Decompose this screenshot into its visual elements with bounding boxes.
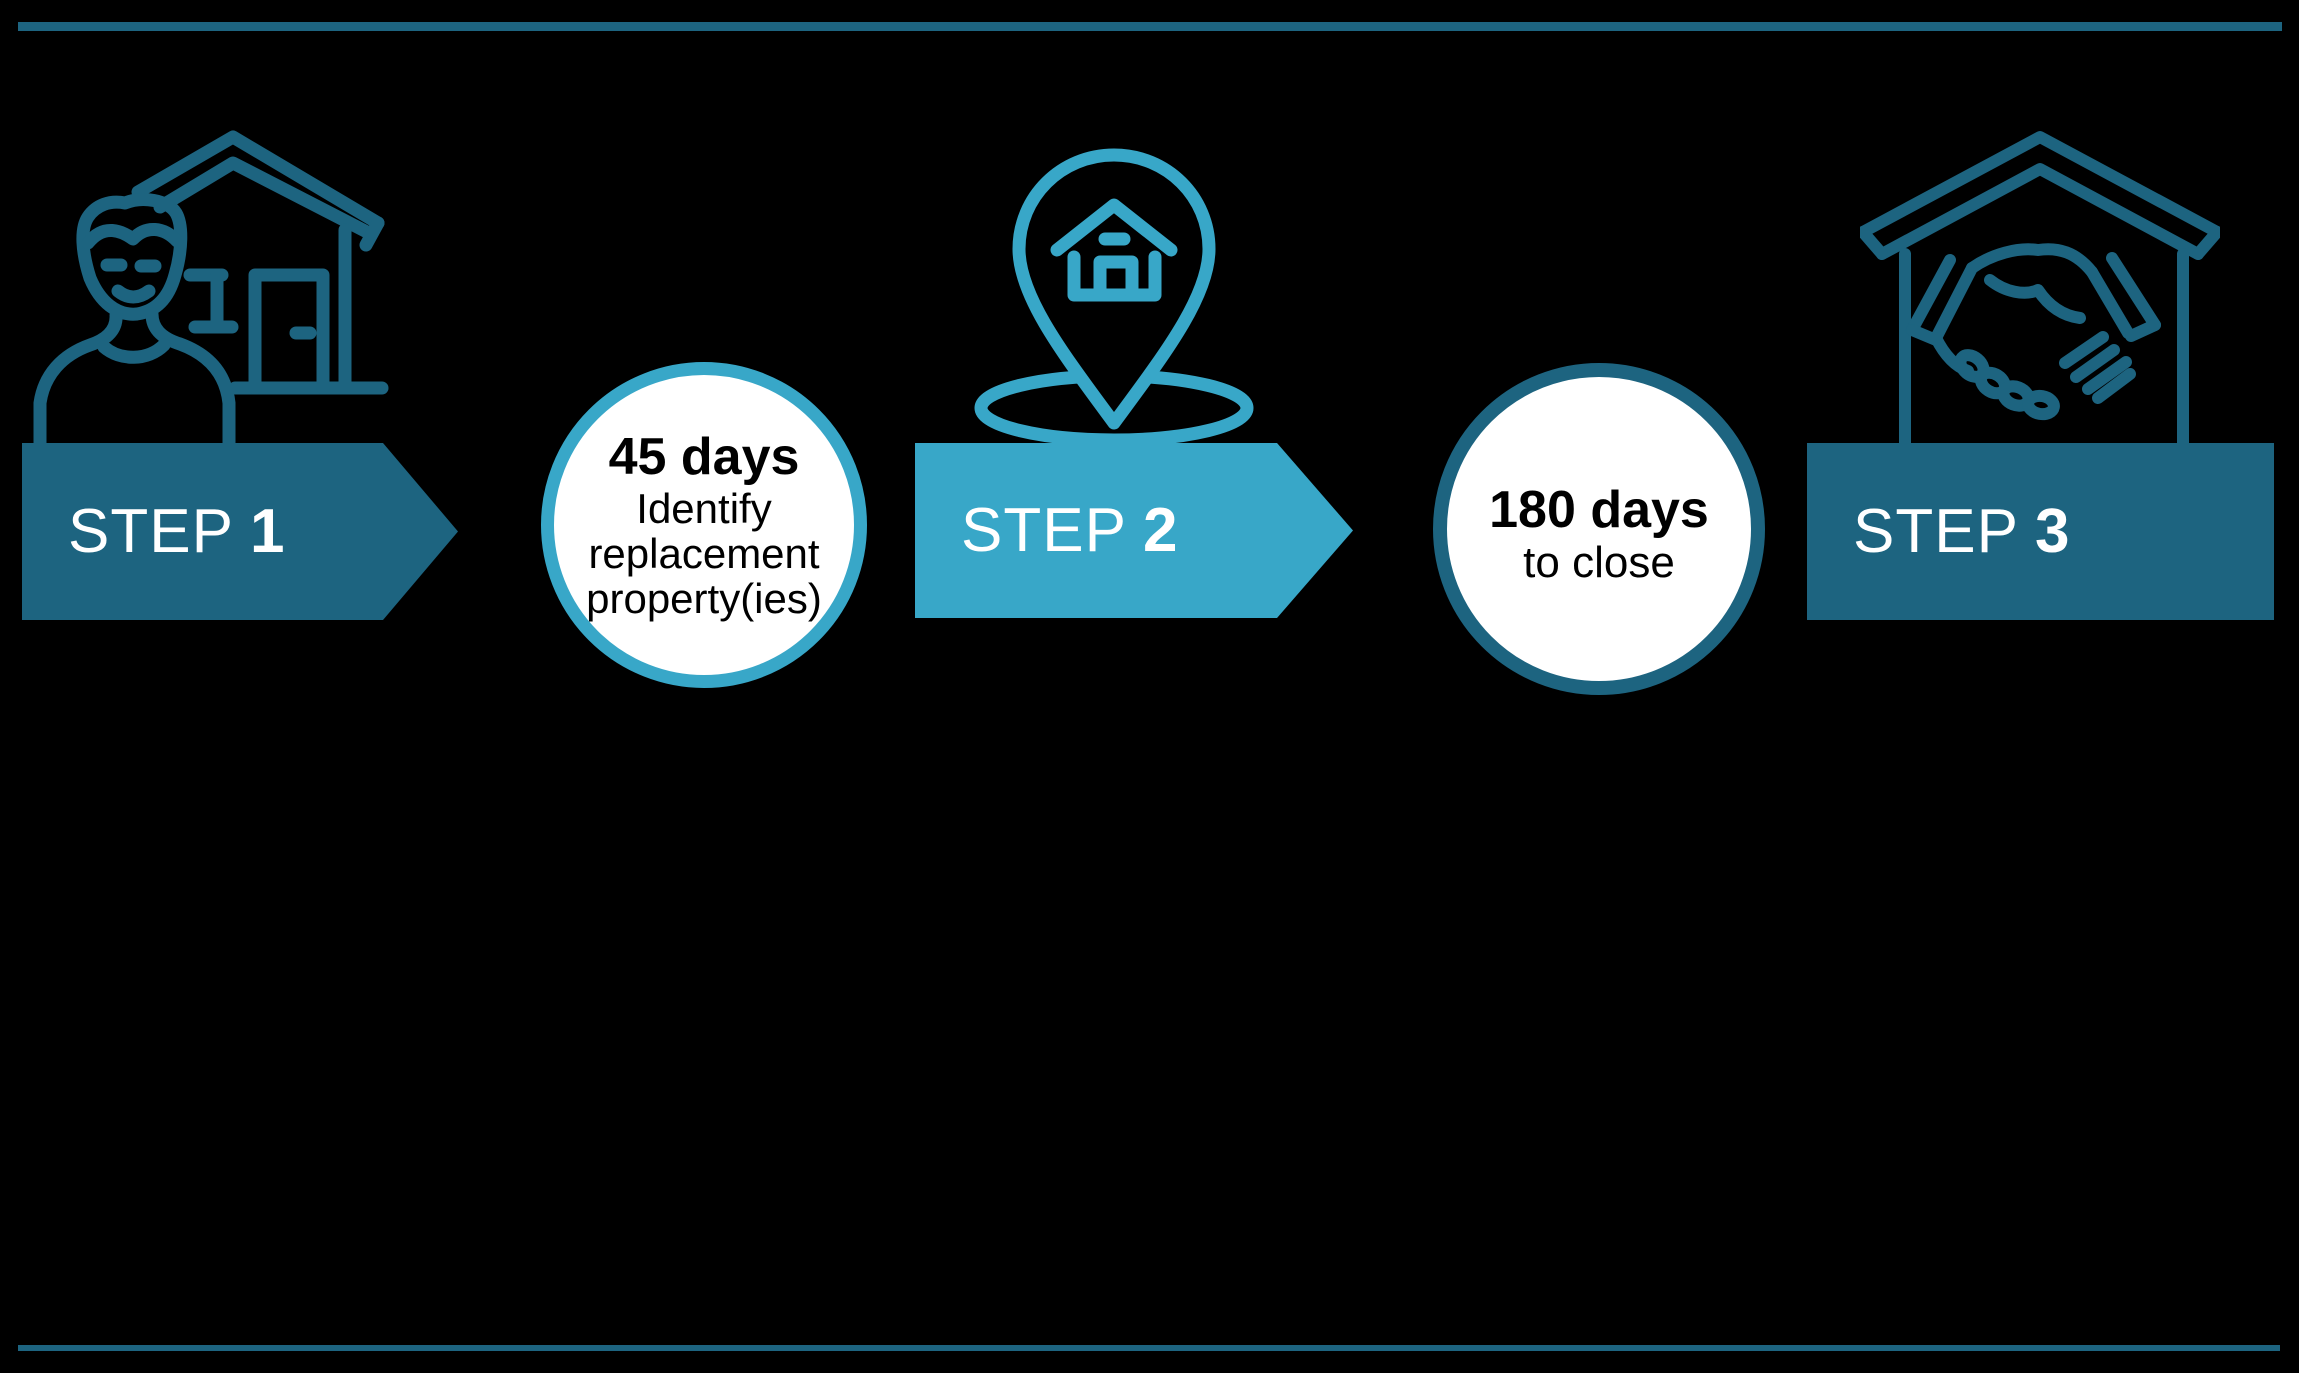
milestone-45-description: Identify replacement property(ies) [586, 484, 822, 622]
bottom-rule [18, 1345, 2280, 1351]
milestone-180-days-circle: 180 days to close [1433, 363, 1765, 695]
milestone-180-description: to close [1523, 538, 1675, 587]
handshake-house-icon [1860, 131, 2220, 445]
step2-number: 2 [1142, 496, 1179, 565]
top-rule [18, 22, 2282, 31]
step3-number: 3 [2034, 497, 2071, 566]
milestone-180-title: 180 days [1489, 481, 1709, 539]
step1-number: 1 [249, 497, 286, 566]
map-pin-house-icon [974, 148, 1254, 445]
milestone-45-days-circle: 45 days Identify replacement property(ie… [541, 362, 867, 688]
person-house-icon [33, 130, 389, 443]
milestone-45-title: 45 days [608, 427, 800, 486]
step2-label: STEP [961, 496, 1127, 565]
step3-label: STEP [1853, 497, 2019, 566]
step1-label: STEP [68, 497, 234, 566]
